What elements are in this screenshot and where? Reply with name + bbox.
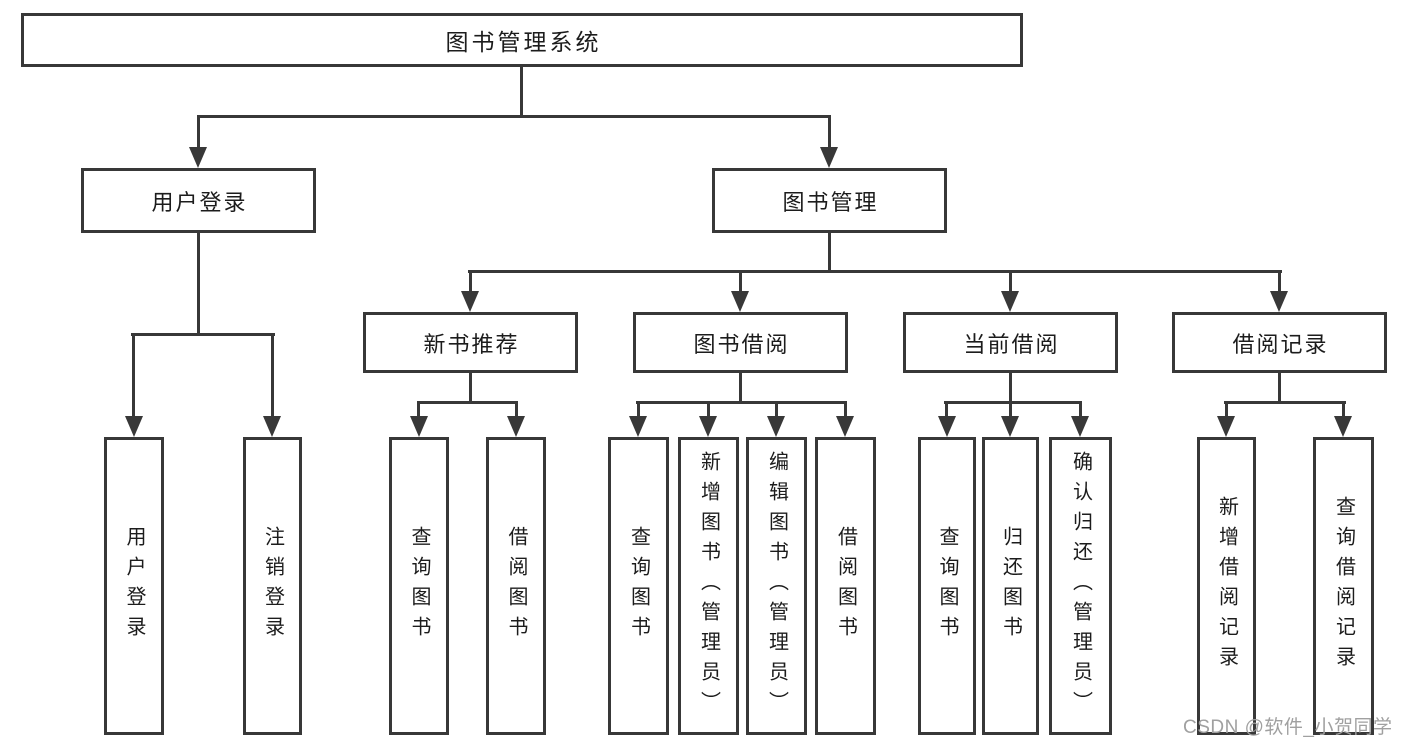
node-current-borrow-label: 当前借阅 [963,331,1060,357]
leaf-query-books-1: 查询图书 [389,437,449,735]
connector-drop-user-login [197,115,200,150]
leaf-query-books-1-label: 查询图书 [408,526,430,646]
arrow-down-icon [629,416,647,437]
leaf-query-borrow-record-label: 查询借阅记录 [1332,496,1355,676]
connector-drop-leaf [1079,401,1082,419]
connector-current-borrow-bar [944,401,1082,404]
arrow-down-icon [461,291,479,312]
connector-drop-new-books [469,270,472,294]
connector-drop-leaf [271,333,274,419]
connector-drop-book-borrow [739,270,742,294]
leaf-add-borrow-record-label: 新增借阅记录 [1215,496,1238,676]
connector-level2-bar [197,115,831,118]
arrow-down-icon [1270,291,1288,312]
arrow-down-icon [938,416,956,437]
node-book-borrow-label: 图书借阅 [693,331,790,357]
node-current-borrow: 当前借阅 [903,312,1118,373]
leaf-add-books-admin: 新增图书（管理员） [678,437,739,735]
connector-new-books-bar [417,401,518,404]
leaf-borrow-books-2: 借阅图书 [815,437,876,735]
arrow-down-icon [263,416,281,437]
leaf-user-login: 用户登录 [104,437,164,735]
connector-drop-leaf [844,401,847,419]
connector-drop-leaf [132,333,135,419]
arrow-down-icon [836,416,854,437]
leaf-return-books: 归还图书 [982,437,1039,735]
connector-drop-leaf [1009,401,1012,419]
node-root: 图书管理系统 [21,13,1023,67]
arrow-down-icon [731,291,749,312]
connector-book-management-stem [828,233,831,272]
node-book-management: 图书管理 [712,168,947,233]
arrow-down-icon [410,416,428,437]
node-user-login: 用户登录 [81,168,316,233]
arrow-down-icon [699,416,717,437]
leaf-borrow-books-2-label: 借阅图书 [834,526,857,646]
csdn-watermark: CSDN @软件_小贺同学 [1183,717,1393,738]
connector-root-stem [520,67,523,117]
arrow-down-icon [1217,416,1235,437]
leaf-user-login-label: 用户登录 [123,526,145,646]
connector-current-borrow-stem [1009,373,1012,403]
connector-drop-borrow-records [1278,270,1281,294]
connector-level3-bar [468,270,1282,273]
arrow-down-icon [1001,291,1019,312]
connector-drop-leaf [637,401,640,419]
leaf-query-borrow-record: 查询借阅记录 [1313,437,1374,735]
leaf-edit-books-admin: 编辑图书（管理员） [746,437,807,735]
connector-drop-leaf [707,401,710,419]
connector-book-borrow-stem [739,373,742,403]
leaf-return-books-label: 归还图书 [999,526,1022,646]
connector-user-login-bar [131,333,275,336]
connector-borrow-records-stem [1278,373,1281,403]
connector-drop-leaf [1225,401,1228,419]
connector-drop-leaf [417,401,420,419]
arrow-down-icon [820,147,838,168]
connector-borrow-records-bar [1224,401,1346,404]
arrow-down-icon [1001,416,1019,437]
connector-drop-current-borrow [1009,270,1012,294]
leaf-query-books-3: 查询图书 [918,437,976,735]
node-user-login-label: 用户登录 [151,189,248,215]
arrow-down-icon [189,147,207,168]
leaf-logout-label: 注销登录 [261,526,284,646]
connector-book-borrow-bar [636,401,847,404]
node-book-management-label: 图书管理 [782,189,879,215]
node-borrow-records-label: 借阅记录 [1232,331,1329,357]
connector-drop-leaf [775,401,778,419]
connector-drop-book-management [828,115,831,150]
connector-new-books-stem [469,373,472,403]
leaf-confirm-return-admin: 确认归还（管理员） [1049,437,1112,735]
leaf-confirm-return-admin-label: 确认归还（管理员） [1069,451,1092,721]
leaf-query-books-3-label: 查询图书 [936,526,958,646]
arrow-down-icon [1071,416,1089,437]
leaf-logout: 注销登录 [243,437,302,735]
leaf-edit-books-admin-label: 编辑图书（管理员） [765,451,788,721]
node-root-label: 图书管理系统 [445,29,602,55]
arrow-down-icon [507,416,525,437]
node-book-borrow: 图书借阅 [633,312,848,373]
node-new-book-recommend-label: 新书推荐 [423,331,520,357]
node-borrow-records: 借阅记录 [1172,312,1387,373]
connector-drop-leaf [1342,401,1345,419]
connector-user-login-stem [197,233,200,335]
leaf-add-borrow-record: 新增借阅记录 [1197,437,1256,735]
connector-drop-leaf [515,401,518,419]
connector-drop-leaf [945,401,948,419]
arrow-down-icon [1334,416,1352,437]
arrow-down-icon [125,416,143,437]
leaf-borrow-books-1: 借阅图书 [486,437,546,735]
arrow-down-icon [767,416,785,437]
node-new-book-recommend: 新书推荐 [363,312,578,373]
leaf-add-books-admin-label: 新增图书（管理员） [697,451,720,721]
leaf-query-books-2: 查询图书 [608,437,669,735]
leaf-query-books-2-label: 查询图书 [627,526,650,646]
leaf-borrow-books-1-label: 借阅图书 [505,526,527,646]
